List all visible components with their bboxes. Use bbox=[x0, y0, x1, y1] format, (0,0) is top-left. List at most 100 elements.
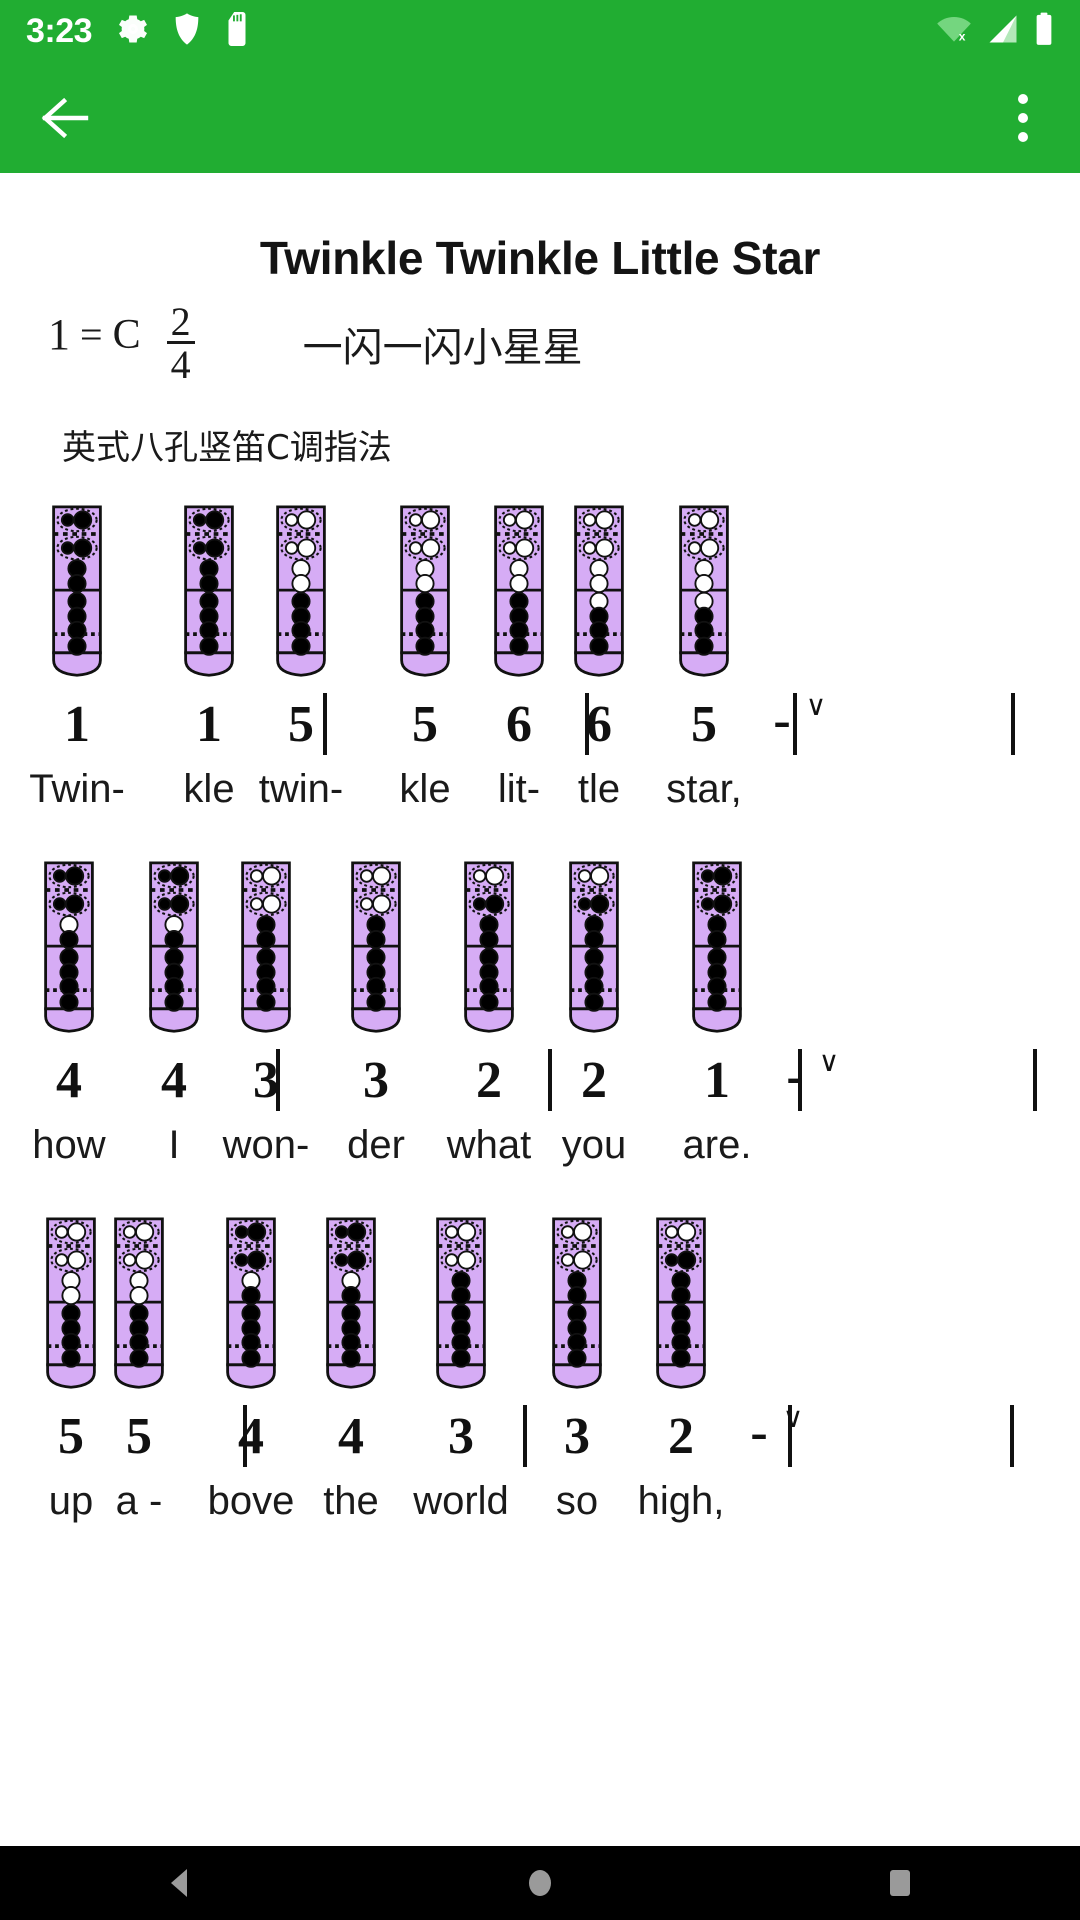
note-number: 6 bbox=[506, 696, 532, 753]
barline bbox=[585, 693, 589, 755]
status-left-icons bbox=[116, 11, 250, 51]
sustain-dash: - bbox=[786, 1048, 804, 1105]
recorder-fingering-diagram bbox=[110, 1209, 168, 1399]
recorder-fingering-diagram bbox=[42, 1209, 100, 1399]
recorder-fingering-diagram bbox=[460, 853, 518, 1043]
lyric-syllable: twin- bbox=[258, 767, 344, 811]
breath-mark: ∨ bbox=[782, 1402, 804, 1433]
sustain-dash: - bbox=[773, 692, 791, 749]
lyric-syllable: lit- bbox=[497, 767, 541, 811]
fingering-note-label: 英式八孔竖笛C调指法 bbox=[62, 428, 392, 468]
note-number: 1 bbox=[196, 696, 222, 753]
time-signature: 2 4 bbox=[166, 299, 195, 385]
note-number: 5 bbox=[58, 1408, 84, 1465]
note-number: 5 bbox=[412, 696, 438, 753]
shield-icon bbox=[172, 12, 202, 51]
nav-recents-button[interactable] bbox=[810, 1846, 990, 1920]
note-number: 3 bbox=[363, 1052, 389, 1109]
note-number: 6 bbox=[586, 696, 612, 753]
gear-icon bbox=[116, 12, 150, 51]
lyric-syllable: up bbox=[48, 1479, 94, 1523]
note-number: 3 bbox=[448, 1408, 474, 1465]
overflow-menu-button[interactable] bbox=[1006, 84, 1040, 152]
lyric-syllable: star, bbox=[666, 767, 742, 811]
recorder-fingering-diagram bbox=[490, 497, 548, 687]
barline bbox=[523, 1405, 527, 1467]
breath-mark: ∨ bbox=[805, 690, 827, 721]
nav-home-button[interactable] bbox=[450, 1846, 630, 1920]
recorder-fingering-diagram bbox=[322, 1209, 380, 1399]
lyric-syllable: Twin- bbox=[29, 767, 125, 811]
recorder-fingering-diagram bbox=[565, 853, 623, 1043]
barline bbox=[548, 1049, 552, 1111]
recorder-fingering-diagram bbox=[222, 1209, 280, 1399]
note-number: 5 bbox=[288, 696, 314, 753]
note-number: 2 bbox=[581, 1052, 607, 1109]
sd-card-icon bbox=[224, 11, 250, 51]
lyric-syllable: bove bbox=[207, 1479, 295, 1523]
note-number: 3 bbox=[253, 1052, 279, 1109]
score-meta-row: 1 = C 2 4 一闪一闪小星星 bbox=[0, 302, 1080, 390]
lyric-syllable: der bbox=[347, 1123, 405, 1167]
key-letter: C bbox=[112, 311, 141, 358]
recorder-fingering-diagram bbox=[48, 497, 106, 687]
time-numerator: 2 bbox=[170, 299, 191, 344]
lyric-syllable: I bbox=[168, 1123, 180, 1167]
breath-mark: ∨ bbox=[818, 1046, 840, 1077]
fingering-diagram-strip bbox=[0, 847, 1080, 1043]
chinese-title: 一闪一闪小星星 bbox=[302, 325, 583, 371]
note-number: 2 bbox=[668, 1408, 694, 1465]
overflow-dot bbox=[1018, 131, 1028, 142]
lyric-syllable: tle bbox=[577, 767, 621, 811]
recorder-fingering-diagram bbox=[688, 853, 746, 1043]
lyric-syllable: the bbox=[323, 1479, 379, 1523]
recorder-fingering-diagram bbox=[396, 497, 454, 687]
recorder-fingering-diagram bbox=[570, 497, 628, 687]
note-number: 5 bbox=[126, 1408, 152, 1465]
lyric-syllable: won- bbox=[222, 1123, 310, 1167]
overflow-dot bbox=[1018, 93, 1028, 104]
sheet-music-canvas: Twinkle Twinkle Little Star 1 = C 2 4 一闪… bbox=[0, 173, 1080, 1846]
key-signature: 1 = C bbox=[48, 309, 141, 360]
fingering-diagram-strip bbox=[0, 1203, 1080, 1399]
note-number: 3 bbox=[564, 1408, 590, 1465]
recorder-fingering-diagram bbox=[237, 853, 295, 1043]
app-bar bbox=[0, 62, 1080, 177]
barline bbox=[788, 1405, 792, 1467]
key-equals-sign: = bbox=[80, 312, 103, 357]
key-do-number: 1 bbox=[48, 310, 70, 359]
recorder-fingering-diagram bbox=[548, 1209, 606, 1399]
note-number: 4 bbox=[338, 1408, 364, 1465]
recorder-fingering-diagram bbox=[675, 497, 733, 687]
barline bbox=[1010, 1405, 1014, 1467]
svg-text:x: x bbox=[959, 29, 966, 43]
barline bbox=[798, 1049, 802, 1111]
battery-icon bbox=[1034, 12, 1054, 51]
lyric-syllable: how bbox=[32, 1123, 106, 1167]
barline bbox=[323, 693, 327, 755]
lyric-syllable: you bbox=[561, 1123, 627, 1167]
sustain-dash: - bbox=[750, 1404, 768, 1461]
back-arrow-icon[interactable] bbox=[40, 95, 96, 141]
android-nav-bar bbox=[0, 1846, 1080, 1920]
overflow-dot bbox=[1018, 112, 1028, 123]
lyric-syllable: kle bbox=[183, 767, 235, 811]
lyric-syllable: high, bbox=[637, 1479, 725, 1523]
recorder-fingering-diagram bbox=[652, 1209, 710, 1399]
lyric-syllable: world bbox=[413, 1479, 509, 1523]
signal-icon bbox=[986, 14, 1020, 49]
note-number: 5 bbox=[691, 696, 717, 753]
recorder-fingering-diagram bbox=[40, 853, 98, 1043]
barline bbox=[793, 693, 797, 755]
status-time: 3:23 bbox=[26, 11, 93, 50]
recorder-fingering-diagram bbox=[347, 853, 405, 1043]
nav-back-button[interactable] bbox=[90, 1846, 270, 1920]
barline bbox=[243, 1405, 247, 1467]
